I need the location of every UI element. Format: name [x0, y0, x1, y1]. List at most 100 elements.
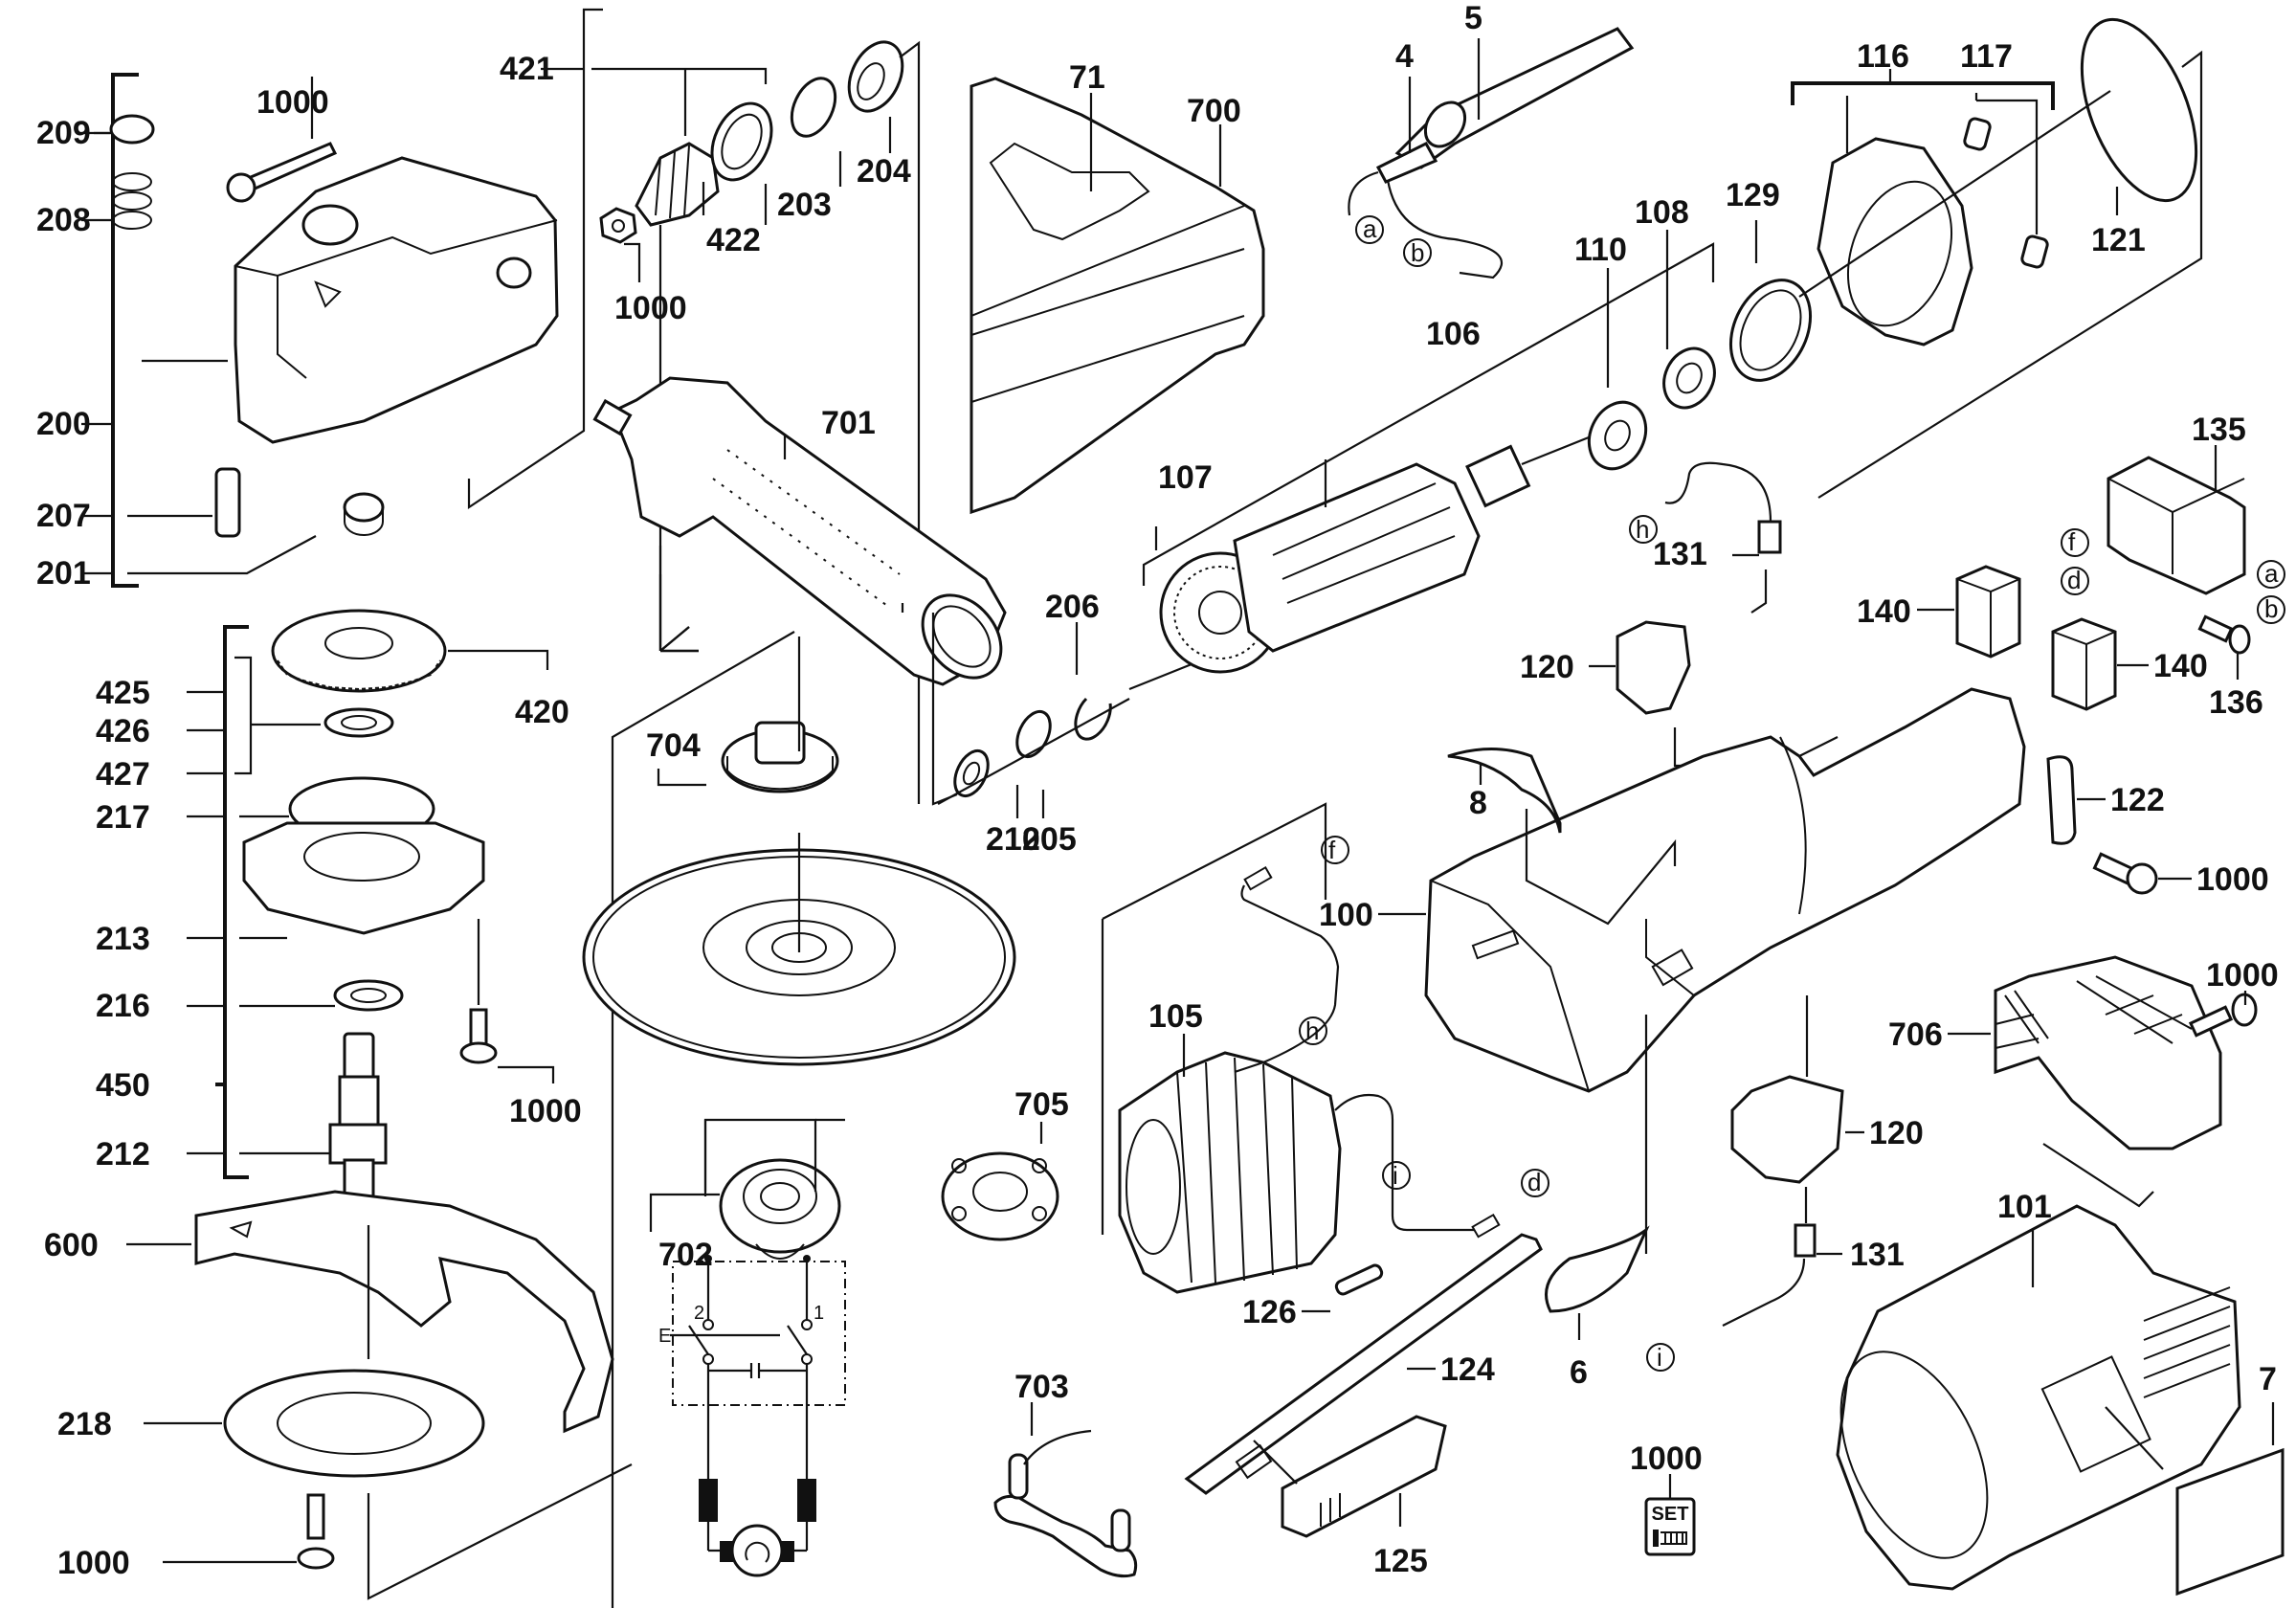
field-coil-left: [699, 1479, 718, 1522]
sleeve-117-b: [2020, 234, 2049, 269]
bearing-seat-129: [1728, 279, 1813, 382]
connector-b-label: b: [1411, 238, 1424, 267]
stator-group: 105 f h i d: [1101, 802, 1549, 1294]
label-126: 126: [1242, 1294, 1297, 1330]
label-207: 207: [36, 498, 91, 534]
case-insert-71: [989, 142, 1150, 241]
washer-426: [323, 707, 394, 738]
connector-b-circle: [1403, 238, 1432, 267]
carry-case-700: [970, 77, 1265, 515]
label-422: 422: [706, 222, 761, 258]
label-420: 420: [515, 694, 569, 730]
label-122: 122: [2110, 782, 2165, 818]
switch-box: [672, 1261, 846, 1406]
brush-lead-131-upper: [1757, 520, 1782, 554]
connector-f2-label: f: [1328, 836, 1336, 864]
label-208: 208: [36, 202, 91, 238]
connector-h-circle: [1629, 515, 1658, 544]
connector-d2-label: d: [1527, 1168, 1541, 1196]
connector-d2-circle: [1521, 1169, 1549, 1197]
label-427: 427: [96, 756, 150, 793]
label-6: 6: [1570, 1354, 1588, 1391]
wheel-guard-600: [194, 1190, 614, 1434]
brush-holder-120-upper: [1616, 620, 1691, 715]
label-131-upper: 131: [1653, 536, 1707, 572]
screw-1000-bottom: [297, 1493, 335, 1570]
label-705: 705: [1014, 1086, 1069, 1123]
label-1000-nut: 1000: [614, 290, 687, 326]
label-205: 205: [1022, 821, 1077, 858]
label-218: 218: [57, 1406, 112, 1442]
connector-f-circle: [2061, 528, 2089, 557]
label-203: 203: [777, 187, 832, 223]
rotation-arrow-icon: [745, 1541, 770, 1563]
connector-h2-circle: [1299, 1016, 1327, 1045]
slide-switch-125: [1281, 1415, 1447, 1538]
terminal-2-label: 2: [694, 1303, 704, 1324]
rear-parts-group: 120 131 i 6 1000 SET 101: [1545, 995, 2285, 1597]
dust-filter-706: [1994, 955, 2222, 1150]
flange-nut-705: [941, 1151, 1059, 1241]
label-702: 702: [658, 1237, 713, 1273]
bearing-110: [1587, 400, 1648, 471]
label-204: 204: [857, 153, 911, 190]
connector-h-label: h: [1636, 515, 1649, 544]
label-117: 117: [1960, 38, 2013, 75]
label-108: 108: [1635, 194, 1689, 231]
connector-f-label: f: [2068, 527, 2076, 556]
spindle-group: 425 426 427 217 213 216 450 212 1000 420: [96, 609, 582, 1219]
label-5: 5: [1464, 0, 1482, 36]
power-cord-group: 4 5 a b: [1348, 0, 1635, 279]
connector-a-label: a: [1363, 214, 1377, 243]
motor-cover-101: [1836, 1204, 2241, 1591]
field-coil-right: [797, 1479, 816, 1522]
screw-1000-filter: [2188, 993, 2258, 1038]
label-200: 200: [36, 406, 91, 442]
label-701: 701: [821, 405, 876, 441]
bearing-204: [847, 40, 904, 113]
label-1000-bottom: 1000: [57, 1545, 130, 1581]
guard-group: 600 218 1000: [44, 1190, 633, 1600]
screw-set-badge: 1000 SET: [1630, 1440, 1703, 1556]
label-1000-filter: 1000: [2206, 957, 2279, 994]
connector-h2-label: h: [1305, 1016, 1319, 1045]
label-140-a: 140: [1857, 593, 1911, 630]
pin-207: [214, 467, 241, 538]
arrow-mark-icon: [314, 280, 342, 308]
label-116: 116: [1857, 38, 1909, 75]
spindle-212: [328, 1032, 388, 1219]
label-213: 213: [96, 921, 150, 957]
flange-702: [719, 1158, 841, 1254]
spring-208: [112, 172, 152, 230]
screw-1000-spindle: [459, 1008, 498, 1064]
gear-head-cover-group: 209 208 200 207 201 1000: [36, 73, 559, 592]
washer-203: [790, 77, 837, 138]
label-1000-spindle: 1000: [509, 1093, 582, 1129]
ring-210: [953, 748, 990, 798]
label-124: 124: [1440, 1351, 1495, 1388]
side-handle-group: 701: [592, 376, 1007, 686]
label-107: 107: [1158, 459, 1213, 496]
label-1000-set: 1000: [1630, 1440, 1703, 1477]
label-100: 100: [1319, 897, 1373, 933]
label-plate-7: [2175, 1447, 2285, 1597]
label-110: 110: [1574, 232, 1627, 268]
carry-case-group: 71 700: [970, 59, 1265, 515]
screw-136: [2197, 614, 2251, 655]
terminal-1-label: 1: [814, 1303, 824, 1324]
label-703: 703: [1014, 1369, 1069, 1405]
pinion-group: 421 422 203 204 1000: [467, 8, 921, 804]
label-105: 105: [1148, 998, 1203, 1035]
label-212: 212: [96, 1136, 150, 1172]
wiring-schematic: 2 1 E: [658, 1255, 846, 1577]
clamp-ring-218: [223, 1369, 485, 1478]
gear-flange-213: [242, 821, 485, 935]
label-600: 600: [44, 1227, 99, 1263]
label-129: 129: [1726, 177, 1780, 213]
guard-arrow-icon: [229, 1220, 253, 1239]
connector-i-label: i: [1393, 1161, 1398, 1190]
bracket-450: [223, 625, 249, 1179]
set-text: SET: [1652, 1504, 1689, 1525]
gear-housing-cover: [234, 156, 559, 444]
